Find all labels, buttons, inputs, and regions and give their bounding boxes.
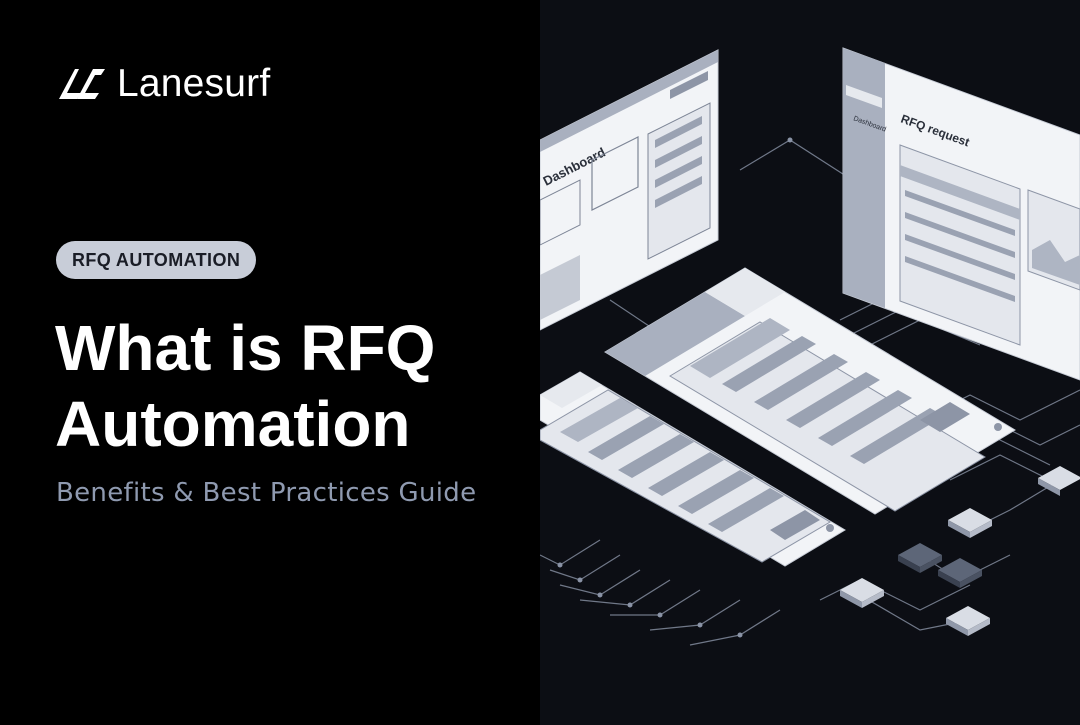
brand[interactable]: Lanesurf: [55, 62, 270, 106]
lanesurf-logo-icon: [59, 69, 105, 99]
brand-name: Lanesurf: [117, 62, 271, 105]
page-subtitle: Benefits & Best Practices Guide: [56, 478, 477, 508]
illustration-panel: Dashboard Dashboard RFQ request: [540, 0, 1080, 725]
dashboard-panel: Dashboard: [540, 49, 719, 331]
rfq-request-panel: Dashboard RFQ request: [842, 47, 1080, 381]
center-table-panel: [604, 267, 1016, 515]
category-tag: RFQ AUTOMATION: [56, 241, 257, 279]
page-title: What is RFQ Automation: [55, 312, 436, 460]
circuit-chips: [840, 466, 1080, 636]
bottom-table-panel: [540, 371, 846, 567]
hero-panel: Lanesurf RFQ AUTOMATION What is RFQ Auto…: [55, 62, 477, 508]
isometric-dashboard-illustration: Dashboard Dashboard RFQ request: [540, 47, 1080, 646]
